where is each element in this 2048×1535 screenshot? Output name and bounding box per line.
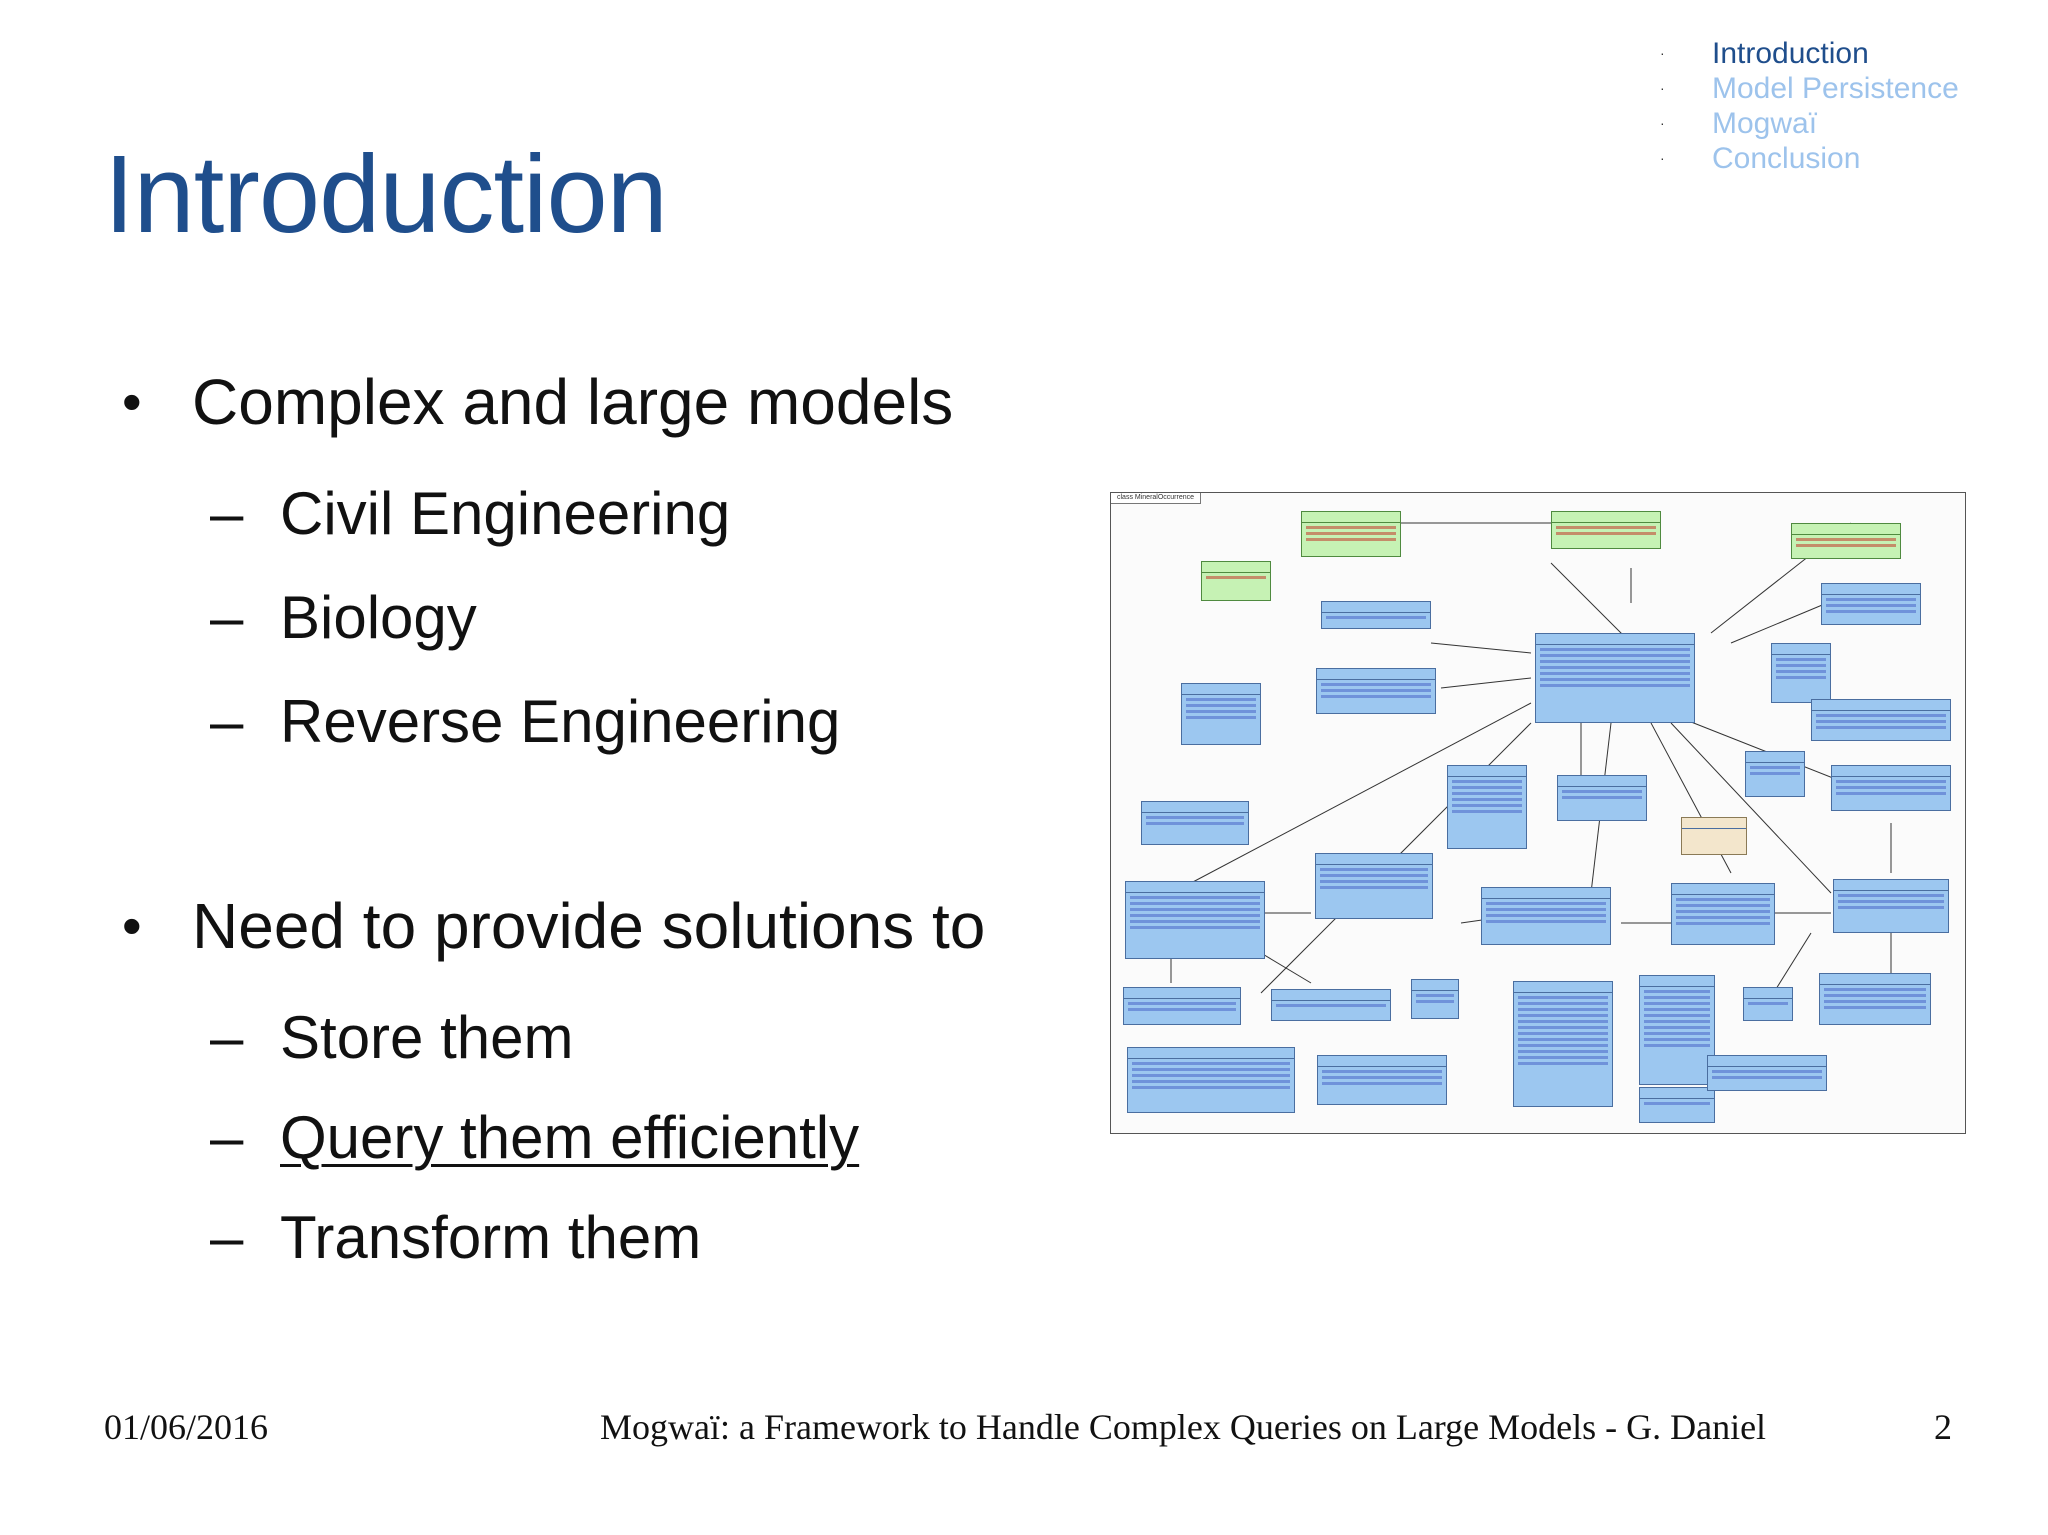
uml-class [1513, 981, 1613, 1107]
uml-class [1707, 1055, 1827, 1091]
uml-class [1481, 887, 1611, 945]
dash-marker: – [210, 584, 244, 651]
uml-class [1821, 583, 1921, 625]
uml-class [1271, 989, 1391, 1021]
uml-class [1321, 601, 1431, 629]
uml-class [1819, 973, 1931, 1025]
uml-class [1831, 765, 1951, 811]
sub-bullet-text: Biology [280, 584, 477, 651]
nav-bullet: · [1660, 45, 1665, 61]
uml-class [1743, 987, 1793, 1021]
sub-bullet-text: Transform them [280, 1204, 702, 1271]
uml-class [1639, 1087, 1715, 1123]
uml-class [1811, 699, 1951, 741]
uml-class [1141, 801, 1249, 845]
bullet-marker: • [122, 370, 142, 433]
bullet-text: Need to provide solutions to [192, 890, 986, 962]
uml-class [1123, 987, 1241, 1025]
diagram-frame-label: class MineralOccurrence [1111, 493, 1202, 504]
nav-item-label: Model Persistence [1712, 72, 1959, 105]
uml-class [1671, 883, 1775, 945]
uml-class [1316, 668, 1436, 714]
uml-class [1315, 853, 1433, 919]
sub-bullet-text: Civil Engineering [280, 480, 731, 547]
footer-page-number: 2 [1934, 1407, 1952, 1447]
slide-title: Introduction [104, 133, 668, 256]
bullet-text: Complex and large models [192, 366, 954, 438]
uml-class [1125, 881, 1265, 959]
uml-class [1681, 817, 1747, 855]
uml-class [1317, 1055, 1447, 1105]
dash-marker: – [210, 1104, 244, 1171]
uml-class [1201, 561, 1271, 601]
uml-class [1301, 511, 1401, 557]
nav-item-label: Introduction [1712, 37, 1869, 70]
uml-class [1181, 683, 1261, 745]
nav-item-label: Conclusion [1712, 142, 1861, 175]
sub-bullet-text: Store them [280, 1004, 574, 1071]
footer-title: Mogwaï: a Framework to Handle Complex Qu… [600, 1407, 1767, 1447]
uml-class [1411, 979, 1459, 1019]
sub-bullet-text: Query them efficiently [280, 1104, 860, 1171]
nav-bullet: · [1660, 80, 1665, 96]
nav-bullet: · [1660, 115, 1665, 131]
uml-diagram-image: class MineralOccurrence [1110, 492, 1966, 1134]
dash-marker: – [210, 480, 244, 547]
uml-class [1557, 775, 1647, 821]
uml-class [1447, 765, 1527, 849]
sub-bullet-text: Reverse Engineering [280, 688, 841, 755]
uml-class [1745, 751, 1805, 797]
nav-item-label: Mogwaï [1712, 107, 1818, 140]
uml-class [1535, 633, 1695, 723]
footer-date: 01/06/2016 [104, 1407, 269, 1447]
dash-marker: – [210, 688, 244, 755]
uml-class [1639, 975, 1715, 1085]
uml-class [1833, 879, 1949, 933]
uml-class [1771, 643, 1831, 703]
uml-class [1551, 511, 1661, 549]
uml-class [1127, 1047, 1295, 1113]
uml-class [1791, 523, 1901, 559]
dash-marker: – [210, 1004, 244, 1071]
nav-bullet: · [1660, 150, 1665, 166]
bullet-marker: • [122, 894, 142, 957]
dash-marker: – [210, 1204, 244, 1271]
